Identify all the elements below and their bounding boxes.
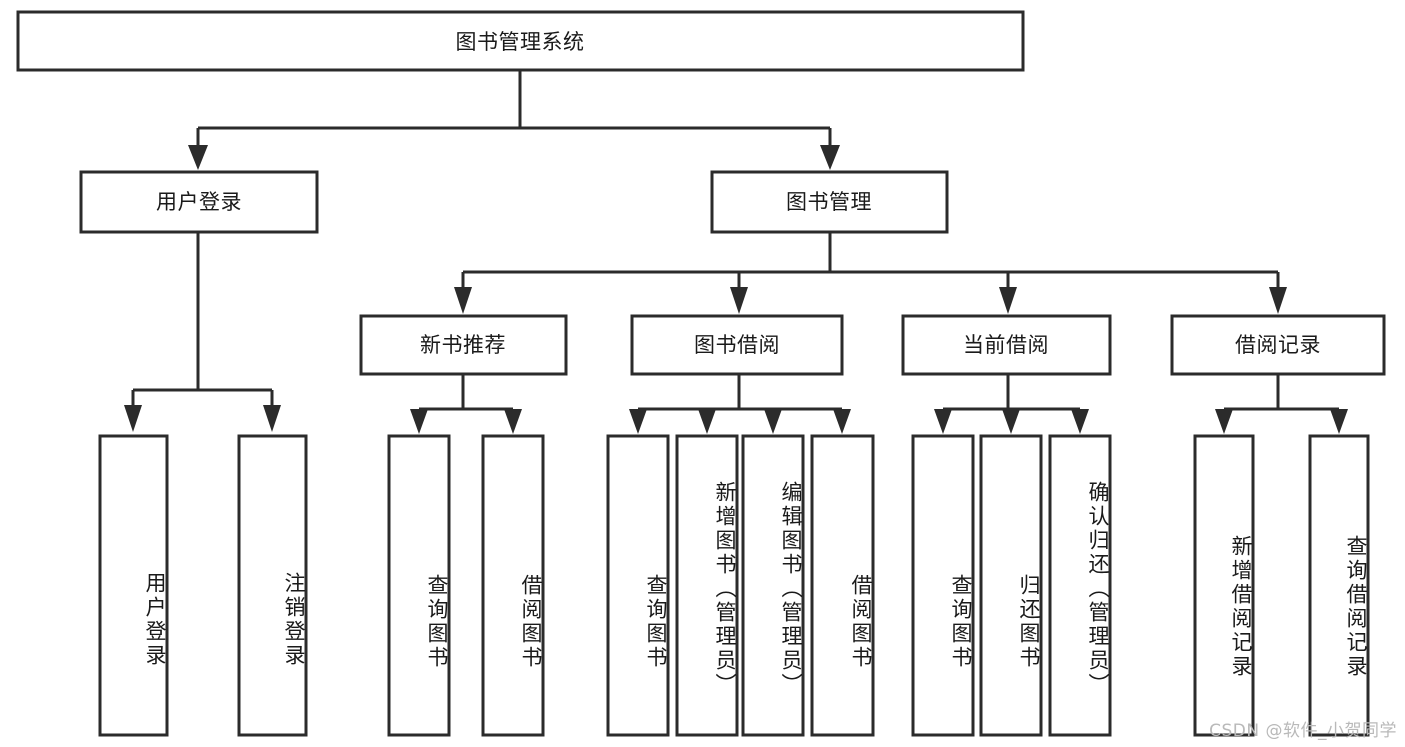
leaf-borrow-book-1-box[interactable] [481,434,545,737]
arrow-head-leaf-confirm-return [1071,409,1089,434]
connector-layer [124,70,1348,434]
node-root[interactable]: 图书管理系统 [16,10,1025,72]
leaf-user-login-box[interactable] [98,434,169,737]
arrow-head-current-borrow [999,287,1017,314]
node-borrow-record-box[interactable] [1170,314,1386,376]
node-book-manage-box[interactable] [710,170,949,234]
node-book-manage-label: 图书管理 [786,190,872,214]
leaf-query-book-1-box[interactable] [387,434,451,737]
arrow-head-leaf-user-login [124,405,142,432]
arrow-head-leaf-add-book [698,409,716,434]
arrow-head-leaf-query-record [1330,409,1348,434]
leaf-borrow-book-2-box[interactable] [810,434,875,737]
arrow-head-leaf-query-book-2 [629,409,647,434]
leaf-add-record-box[interactable] [1193,434,1255,737]
arrow-head-borrow-record [1269,287,1287,314]
arrow-head-leaf-return-book [1002,409,1020,434]
arrow-head-user-login [188,145,208,170]
leaf-edit-book-box[interactable] [741,434,805,737]
arrow-head-leaf-user-logout [263,405,281,432]
leaf-return-book-box[interactable] [979,434,1043,737]
node-new-book-recommend-box[interactable] [359,314,568,376]
arrow-head-leaf-query-book-3 [934,409,952,434]
arrow-head-leaf-add-record [1215,409,1233,434]
arrow-head-leaf-edit-book [764,409,782,434]
node-current-borrow[interactable]: 当前借阅 [901,314,1112,376]
node-user-login-box[interactable] [79,170,319,234]
node-book-borrow-box[interactable] [630,314,844,376]
node-user-login[interactable]: 用户登录 [79,170,319,234]
leaf-query-book-2-box[interactable] [606,434,670,737]
node-current-borrow-label: 当前借阅 [963,333,1049,357]
leaf-add-book-box[interactable] [675,434,739,737]
node-book-borrow-label: 图书借阅 [694,333,780,357]
arrow-head-new-book-recommend [454,287,472,314]
node-root-label: 图书管理系统 [456,30,585,54]
leaf-box-layer [98,434,1370,737]
node-current-borrow-box[interactable] [901,314,1112,376]
leaf-query-book-3-box[interactable] [911,434,975,737]
arrow-head-book-manage [820,145,840,170]
node-new-book-recommend[interactable]: 新书推荐 [359,314,568,376]
node-borrow-record-label: 借阅记录 [1235,333,1321,357]
arrow-head-leaf-query-book-1 [410,409,428,434]
arrow-head-leaf-borrow-book-2 [833,409,851,434]
node-new-book-recommend-label: 新书推荐 [420,333,506,357]
arrow-head-leaf-borrow-book-1 [504,409,522,434]
arrow-head-book-borrow [730,287,748,314]
leaf-confirm-return-box[interactable] [1048,434,1112,737]
leaf-query-record-box[interactable] [1308,434,1370,737]
leaf-user-logout-box[interactable] [237,434,308,737]
node-book-manage[interactable]: 图书管理 [710,170,949,234]
node-user-login-label: 用户登录 [156,190,242,214]
node-book-borrow[interactable]: 图书借阅 [630,314,844,376]
node-root-box[interactable] [16,10,1025,72]
csdn-watermark: CSDN @软件_小贺同学 [1209,721,1397,741]
node-borrow-record[interactable]: 借阅记录 [1170,314,1386,376]
